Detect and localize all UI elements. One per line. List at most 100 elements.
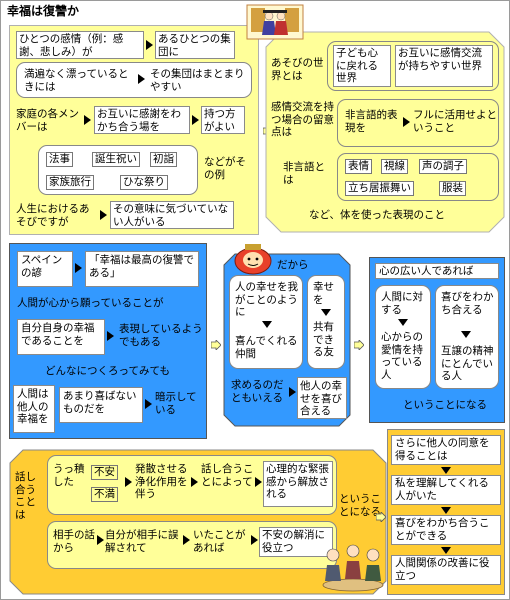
row3-a: 家庭の各メンバーは	[16, 108, 79, 133]
dissatisfaction-tag: 不満	[91, 487, 118, 502]
play-item: 子ども心に戻れる世界	[333, 45, 391, 87]
broad-b1: 喜びをわかち合える	[441, 291, 494, 316]
mid-c1: 人の幸せを我がことのように	[235, 281, 298, 318]
bottom-row2-b: 自分が相手に誤解されて	[105, 529, 179, 554]
arrow-right	[183, 535, 190, 545]
row5-b: その意味に気づいていない人がいる	[110, 201, 234, 229]
bottom-side: 話し合うことは	[15, 471, 36, 521]
mid-c3: 幸せを	[313, 281, 334, 306]
nonverbal-tag: 服装	[439, 181, 466, 196]
arrow-right	[191, 477, 198, 487]
row3-c: 持つ方がよい	[201, 106, 245, 134]
arrow-right	[100, 210, 107, 220]
human-label: 人間は他人の幸福を	[13, 385, 55, 433]
meeting-people-illustration	[319, 541, 385, 593]
exchange-label: 感情交流を持つ場合の留意点は	[271, 101, 334, 138]
face-illustration	[233, 241, 273, 275]
row1-right: あるひとつの集団に	[155, 31, 235, 59]
not-happy: あまり喜ばないものだを	[59, 387, 143, 423]
bottom-row1-d: 心理的な緊張感から解放される	[263, 461, 333, 507]
arrow-down	[441, 507, 451, 514]
broad-b2: 互譲の精神にとんでいる人	[441, 345, 494, 382]
broad-title: 心の広い人であれば	[375, 263, 499, 279]
example-tag: 法事	[46, 152, 73, 167]
examples-suffix: などがその例	[204, 156, 246, 181]
nonverbal-tag: 視線	[381, 159, 408, 174]
arrow-right	[403, 117, 410, 127]
example-tag: 誕生祝い	[92, 152, 140, 167]
arrow-right	[75, 263, 82, 273]
anxiety-tag: 不安	[91, 465, 118, 480]
exchange-group	[337, 99, 499, 147]
mid-c5: 求めるのだともいえる	[231, 379, 284, 404]
row2-left: 満遍なく漂っているときには	[24, 68, 129, 93]
arrow-down	[441, 467, 451, 474]
nonverbal-footer: など、体を使った表現のこと	[309, 209, 445, 221]
suggest-text: 暗示している	[155, 391, 197, 416]
mid-c4: 共有できる友	[313, 321, 334, 358]
broad-a2: 心からの愛情を持っている人	[381, 331, 423, 381]
arrow-down	[461, 331, 471, 338]
arrow-down	[398, 319, 408, 326]
right-r1: さらに他人の同意を得ることは	[391, 435, 501, 465]
connector-arrow	[353, 335, 365, 351]
row5-a: 人生におけるあそびですが	[16, 203, 90, 228]
right-r2: 私を理解してくれる人がいた	[391, 475, 501, 505]
broad-footer: ということになる	[403, 399, 487, 411]
nonverbal-tag: 立ち居振舞い	[345, 181, 414, 196]
nonverbal-tag: 表情	[345, 159, 372, 174]
bottom-row2-d: 不安の解消に役立つ	[259, 527, 333, 557]
mid-c2: 喜んでくれる仲間	[235, 335, 298, 360]
exchange-a: 非言語的表現を	[345, 109, 398, 134]
arrow-right	[107, 331, 114, 341]
connector-arrow	[210, 335, 222, 351]
right-r4: 人間関係の改善に役立つ	[391, 555, 501, 585]
arrow-right	[146, 40, 153, 50]
bottom-row1-a: うっ積した	[53, 463, 85, 488]
bottom-row1-c: 話し合うことによって	[201, 463, 254, 488]
example-tag: 初詣	[150, 152, 177, 167]
nonverbal-label: 非言語とは	[283, 161, 325, 186]
hina-doll-illustration	[245, 3, 305, 41]
because-label: だから	[277, 259, 309, 271]
how-text: どんなにつくろってみても	[45, 365, 170, 377]
broad-left-card	[375, 285, 431, 389]
arrow-right	[145, 399, 152, 409]
arrow-right	[192, 115, 199, 125]
row3-b: お互いに感謝をわかち合う場を	[94, 106, 190, 134]
exchange-b: フルに活用せよということ	[413, 109, 497, 134]
bottom-row1-e: ということになる	[339, 493, 381, 518]
arrow-down	[262, 321, 272, 328]
mid-right-card	[307, 275, 345, 369]
example-tag: ひな祭り	[120, 175, 168, 190]
arrow-down	[321, 309, 331, 316]
bottom-row2-c: いたことがあれば	[193, 529, 246, 554]
play-label: あそびの世界とは	[271, 57, 324, 82]
row1-left: ひとつの感情（例：感謝、悲しみ）が	[16, 31, 144, 59]
arrow-right	[289, 387, 296, 397]
self-a: 自分自身の幸福であることを	[17, 319, 105, 355]
nonverbal-tag: 声の調子	[419, 159, 467, 174]
self-b: 表現しているようでもある	[119, 323, 203, 348]
panel-top-left: ひとつの感情（例：感謝、悲しみ）が あるひとつの集団に 満遍なく漂っているときに…	[9, 25, 259, 235]
arrow-right	[251, 535, 258, 545]
row2-group	[16, 62, 252, 98]
arrow-right	[138, 74, 145, 84]
arrow-right	[84, 115, 91, 125]
proverb: 「幸福は最高の復讐である」	[85, 251, 199, 287]
mid-c6: 他人の幸せを喜び合える	[297, 377, 347, 419]
arrow-right	[97, 535, 104, 545]
play-item: お互いに感情交流が持ちやすい世界	[395, 45, 493, 87]
arrow-right	[255, 477, 262, 487]
row2-right: その集団はまとまりやすい	[150, 68, 245, 93]
arrow-right	[125, 477, 132, 487]
broad-a1: 人間に対する	[381, 291, 423, 316]
spain-label: スペインの諺	[17, 251, 73, 287]
right-r3: 喜びをわかち合うことができる	[391, 515, 501, 545]
wish-text: 人間が心から願っていることが	[17, 297, 164, 309]
arrow-down	[441, 547, 451, 554]
example-tag: 家族旅行	[46, 175, 94, 190]
page-title: 幸福は復讐か	[7, 4, 80, 18]
bottom-row1-b: 発散させる浄化作用を伴う	[135, 463, 188, 500]
